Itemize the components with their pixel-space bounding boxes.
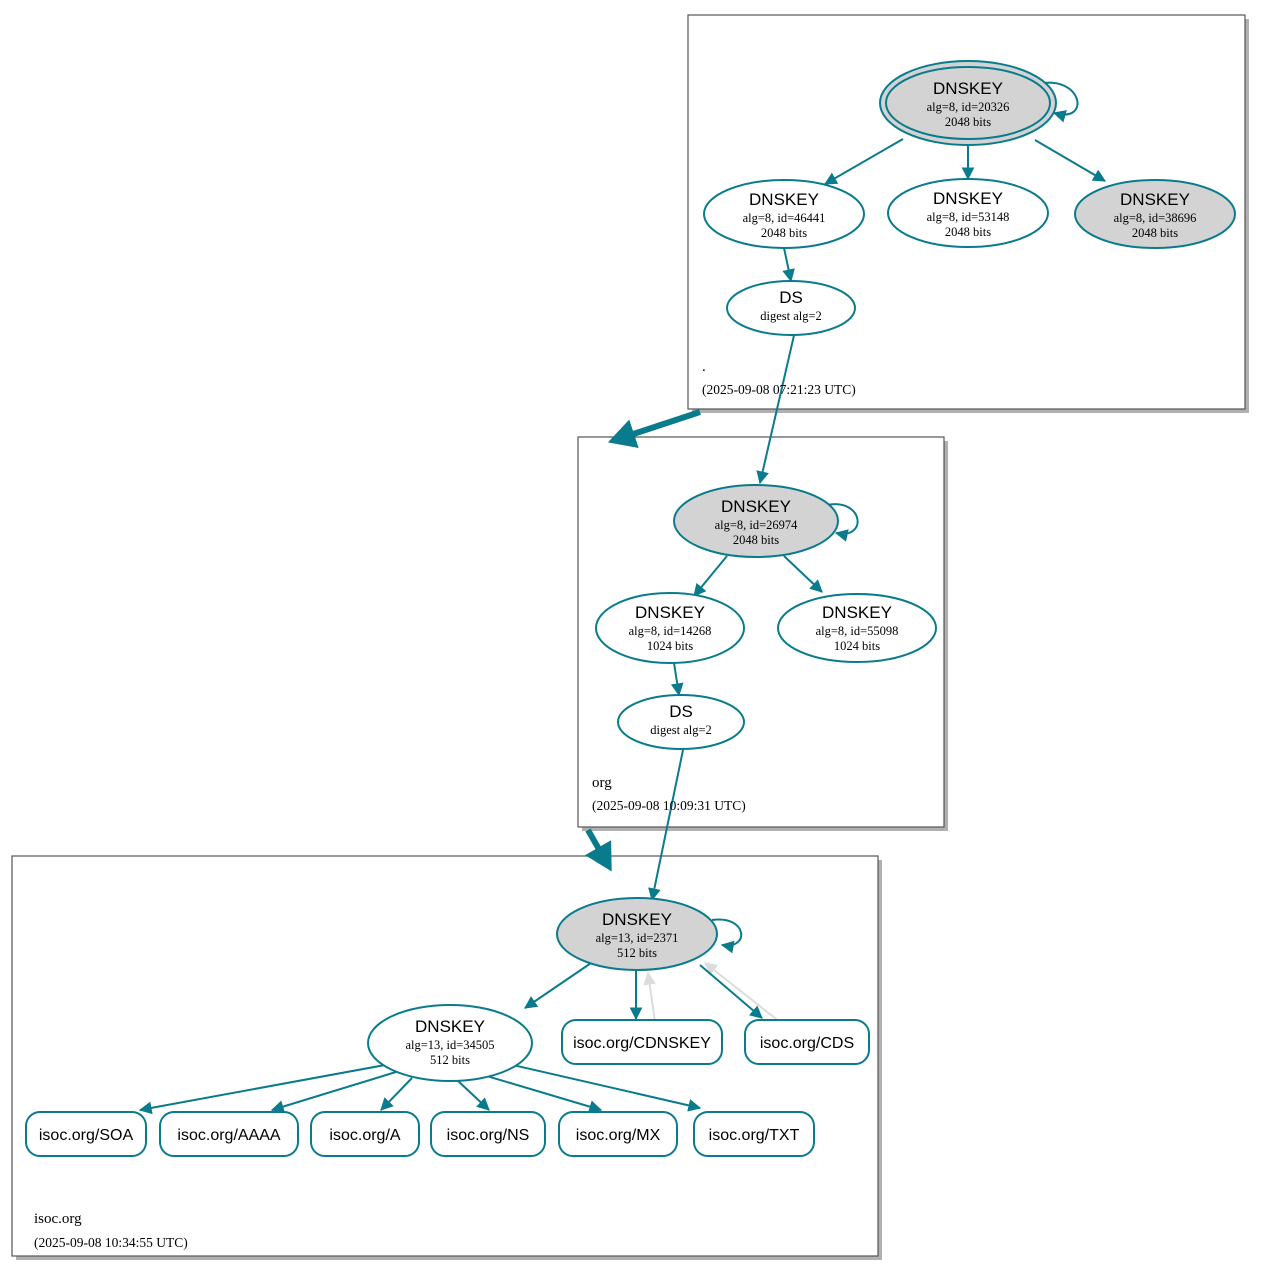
node-line2: digest alg=2 <box>760 309 822 323</box>
rrset-label: isoc.org/CDS <box>760 1035 854 1052</box>
node-isoc-zsk-34505[interactable]: DNSKEY alg=13, id=34505 512 bits <box>367 1004 533 1082</box>
node-title: DNSKEY <box>1120 190 1190 209</box>
edge-root-ksk-to-38696 <box>1034 139 1107 182</box>
node-line2: alg=8, id=20326 <box>927 100 1010 114</box>
zone-link-org-to-isoc <box>585 828 612 872</box>
node-title: DNSKEY <box>933 189 1003 208</box>
zone-label-root: . <box>702 359 706 375</box>
node-org-ksk-26974[interactable]: DNSKEY alg=8, id=26974 2048 bits <box>673 484 839 558</box>
edge-isoc-zsk-to-ns <box>456 1079 490 1111</box>
node-title: DS <box>779 288 803 307</box>
node-title: DNSKEY <box>415 1017 485 1036</box>
node-org-dnskey-14268[interactable]: DNSKEY alg=8, id=14268 1024 bits <box>595 592 745 664</box>
rrset-label: isoc.org/MX <box>576 1127 661 1144</box>
edge-org-ksk-to-14268 <box>693 555 728 597</box>
edge-isoc-zsk-to-mx <box>479 1073 603 1113</box>
edge-org-14268-to-ds <box>670 662 684 697</box>
zone-label-org: org <box>592 775 612 791</box>
node-line3: 1024 bits <box>647 639 693 653</box>
node-line3: 512 bits <box>430 1053 470 1067</box>
node-isoc-ksk-2371[interactable]: DNSKEY alg=13, id=2371 512 bits <box>556 897 718 971</box>
node-line3: 2048 bits <box>761 226 807 240</box>
rrset-soa[interactable]: isoc.org/SOA <box>25 1111 147 1157</box>
edge-isoc-zsk-to-txt <box>499 1061 702 1112</box>
rrset-ns[interactable]: isoc.org/NS <box>430 1111 546 1157</box>
edge-root-ds-to-org-dnskey <box>756 330 796 485</box>
node-title: DNSKEY <box>635 603 705 622</box>
rrset-a[interactable]: isoc.org/A <box>310 1111 420 1157</box>
node-root-dnskey-53148[interactable]: DNSKEY alg=8, id=53148 2048 bits <box>887 178 1049 248</box>
node-line2: alg=8, id=55098 <box>816 624 899 638</box>
node-line3: 512 bits <box>617 946 657 960</box>
node-title: DS <box>669 702 693 721</box>
node-line2: alg=8, id=14268 <box>629 624 712 638</box>
edge-isoc-ksk-to-cds <box>699 964 763 1019</box>
rrset-cdnskey[interactable]: isoc.org/CDNSKEY <box>561 1019 723 1065</box>
node-title: DNSKEY <box>933 79 1003 98</box>
edge-cds-to-isoc-ksk <box>704 962 781 1023</box>
node-title: DNSKEY <box>749 190 819 209</box>
node-org-dnskey-55098[interactable]: DNSKEY alg=8, id=55098 1024 bits <box>777 593 937 663</box>
node-root-dnskey-46441[interactable]: DNSKEY alg=8, id=46441 2048 bits <box>703 179 865 249</box>
node-root-dnskey-38696[interactable]: DNSKEY alg=8, id=38696 2048 bits <box>1074 179 1236 249</box>
node-line3: 1024 bits <box>834 639 880 653</box>
edge-org-ds-to-isoc-dnskey <box>648 749 684 902</box>
rrset-aaaa[interactable]: isoc.org/AAAA <box>159 1111 299 1157</box>
node-line3: 2048 bits <box>1132 226 1178 240</box>
node-root-ds-org[interactable]: DS digest alg=2 <box>726 280 856 336</box>
rrset-label: isoc.org/AAAA <box>177 1127 280 1144</box>
edge-cdnskey-to-isoc-ksk <box>643 971 657 1023</box>
node-line2: alg=8, id=53148 <box>927 210 1010 224</box>
edge-root-ksk-to-46441 <box>823 138 904 185</box>
node-line2: alg=13, id=34505 <box>405 1038 494 1052</box>
rrset-label: isoc.org/A <box>329 1127 400 1144</box>
edge-isoc-ksk-to-zsk <box>524 960 595 1009</box>
zone-timestamp-root: (2025-09-08 07:21:23 UTC) <box>702 382 856 397</box>
rrset-label: isoc.org/CDNSKEY <box>573 1035 711 1052</box>
edge-isoc-zsk-to-aaaa <box>270 1071 397 1113</box>
edge-org-ksk-to-55098 <box>783 555 823 593</box>
rrset-label: isoc.org/NS <box>447 1127 530 1144</box>
node-line3: 2048 bits <box>945 225 991 239</box>
node-line3: 2048 bits <box>945 115 991 129</box>
node-line2: alg=8, id=38696 <box>1114 211 1197 225</box>
edge-isoc-zsk-to-a <box>380 1077 413 1111</box>
node-line2: alg=8, id=46441 <box>743 211 826 225</box>
node-title: DNSKEY <box>602 910 672 929</box>
rrset-label: isoc.org/SOA <box>39 1127 134 1144</box>
node-line2: alg=8, id=26974 <box>715 518 799 532</box>
rrset-label: isoc.org/TXT <box>709 1127 800 1144</box>
node-line2: alg=13, id=2371 <box>596 931 679 945</box>
rrset-txt[interactable]: isoc.org/TXT <box>693 1111 815 1157</box>
node-line3: 2048 bits <box>733 533 779 547</box>
node-title: DNSKEY <box>721 497 791 516</box>
node-title: DNSKEY <box>822 603 892 622</box>
zone-label-isoc: isoc.org <box>34 1211 82 1227</box>
node-root-ksk-20326[interactable]: DNSKEY alg=8, id=20326 2048 bits <box>879 60 1057 146</box>
edge-root-46441-to-ds <box>782 247 795 283</box>
edge-root-ksk-self-sign <box>1037 81 1079 123</box>
zone-timestamp-org: (2025-09-08 10:09:31 UTC) <box>592 798 746 813</box>
rrset-mx[interactable]: isoc.org/MX <box>558 1111 678 1157</box>
zone-timestamp-isoc: (2025-09-08 10:34:55 UTC) <box>34 1235 188 1250</box>
node-line2: digest alg=2 <box>650 723 712 737</box>
zone-link-root-to-org <box>607 409 701 448</box>
edge-org-ksk-self-sign <box>826 503 859 542</box>
edge-isoc-ksk-self-sign <box>711 918 742 954</box>
edge-isoc-zsk-to-soa <box>138 1064 386 1115</box>
rrset-cds[interactable]: isoc.org/CDS <box>744 1019 870 1065</box>
node-org-ds-isoc[interactable]: DS digest alg=2 <box>617 694 745 750</box>
